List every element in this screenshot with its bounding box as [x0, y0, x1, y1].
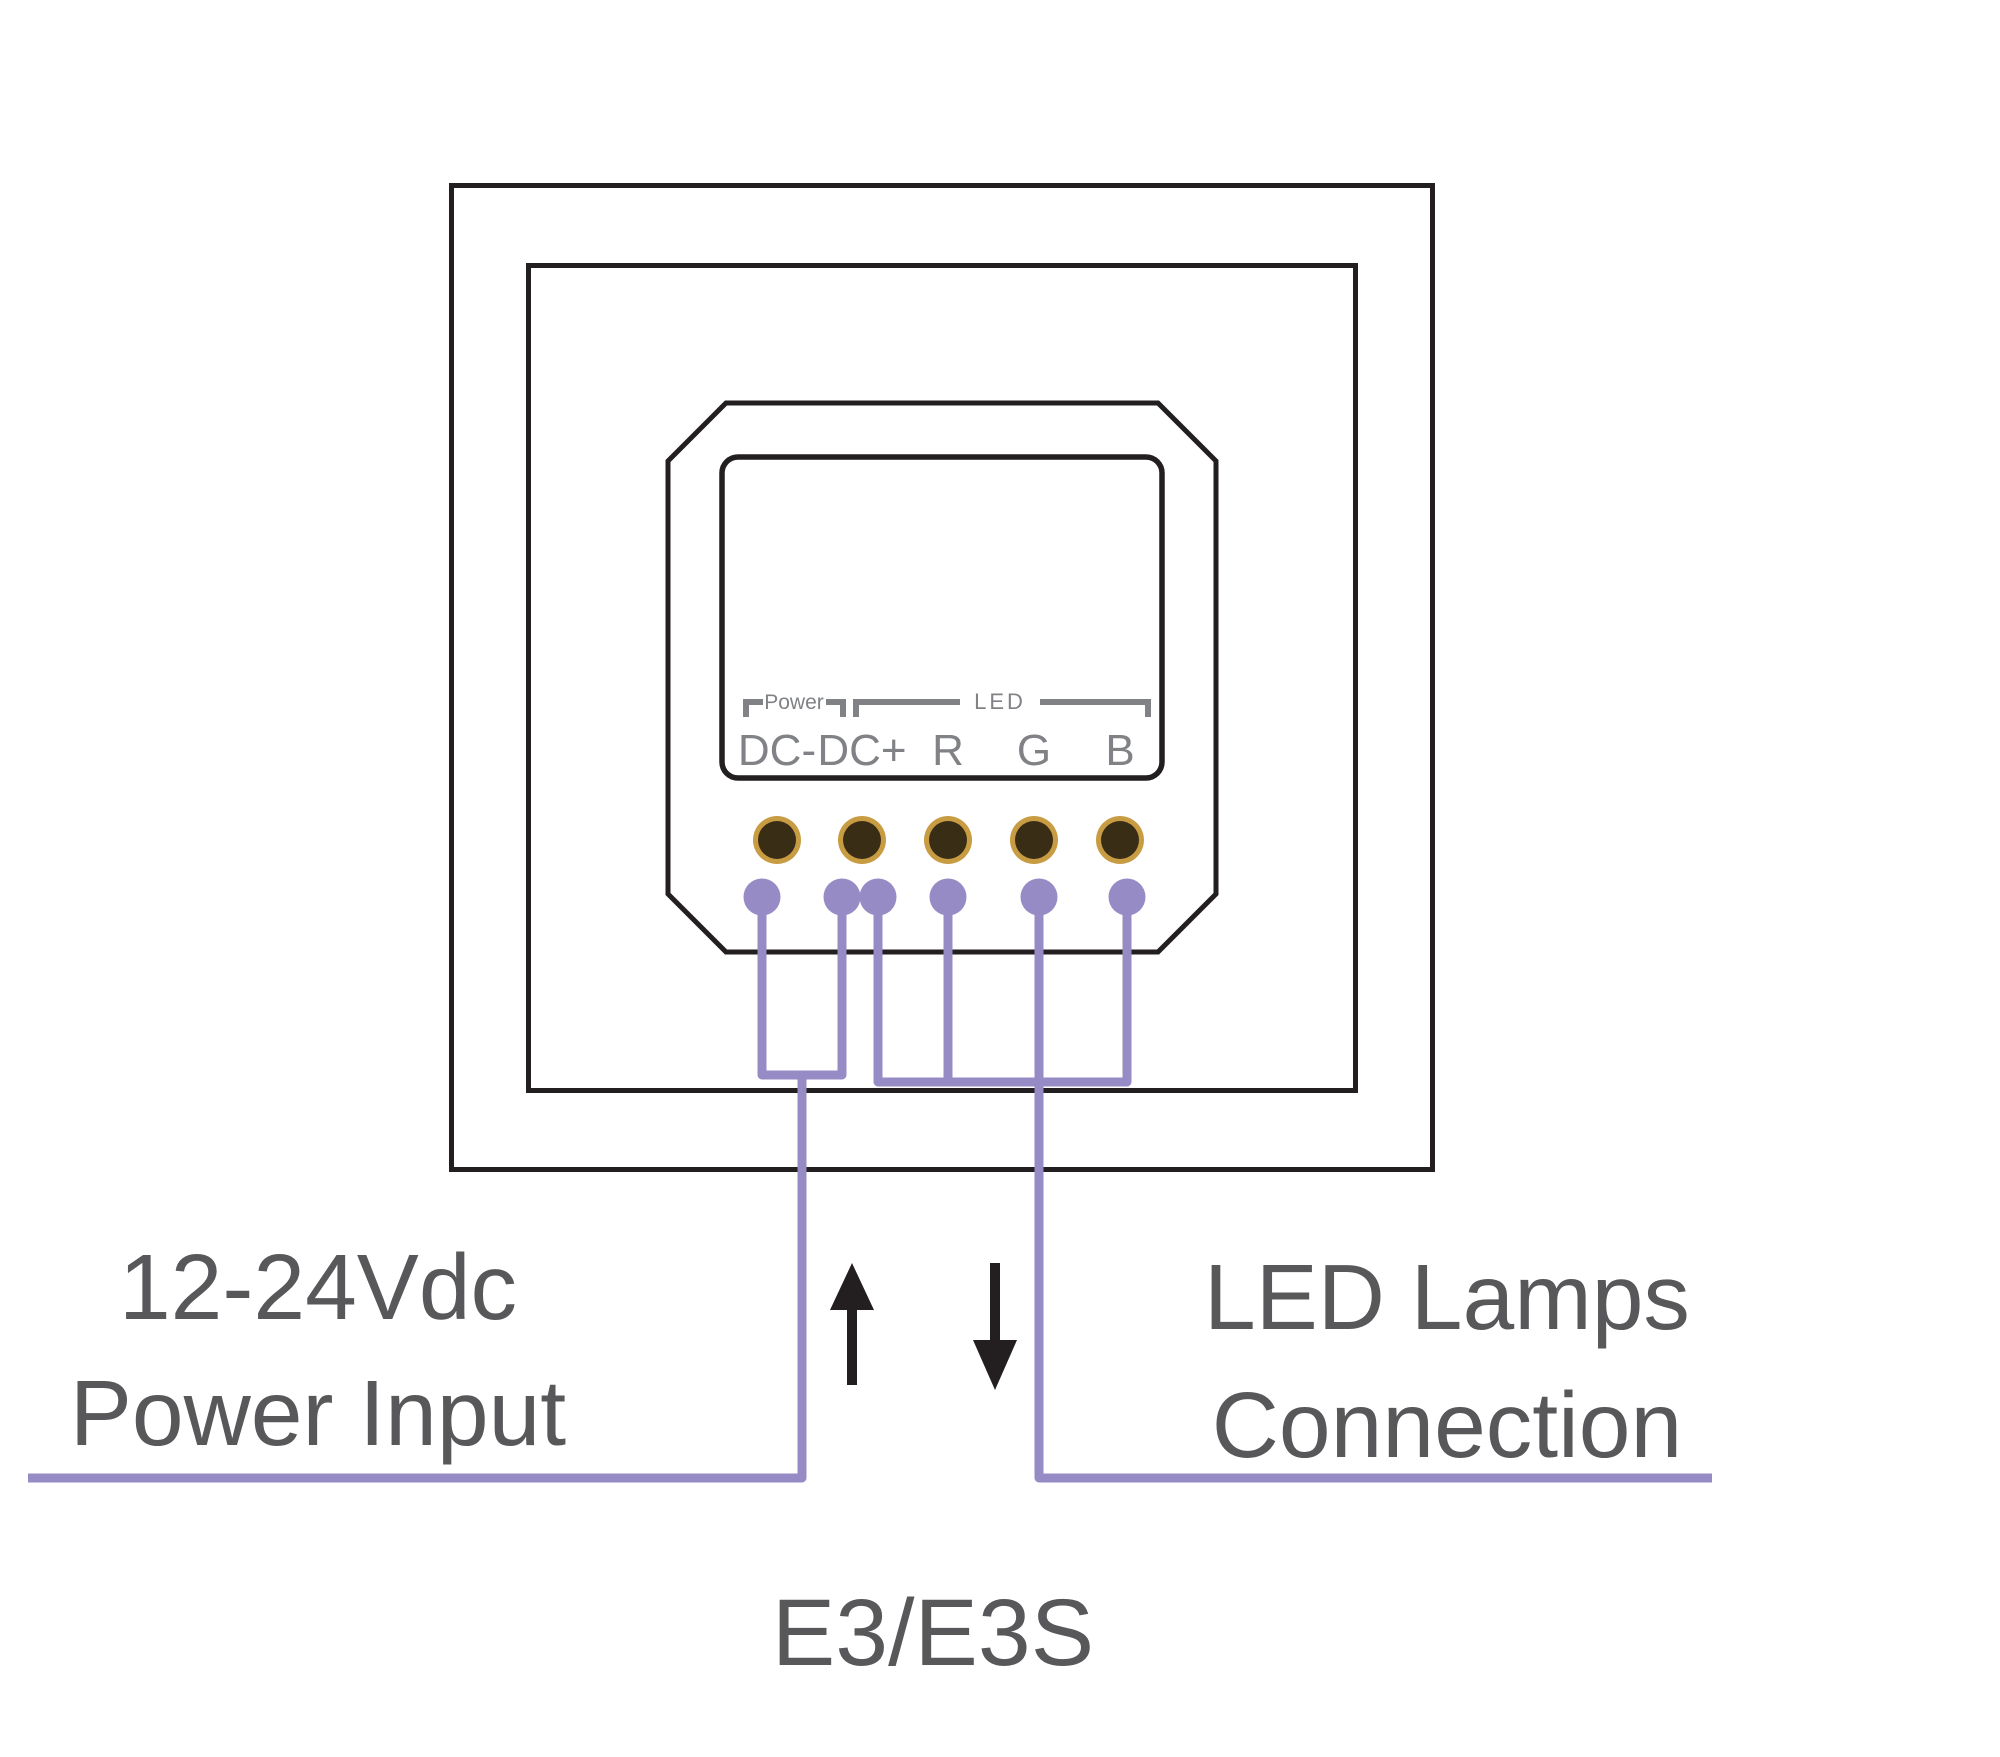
- led-lamps-annotation: LED Lamps Connection: [1147, 1233, 1747, 1489]
- led-lamps-line2: Connection: [1211, 1373, 1683, 1477]
- terminal-screws: [753, 816, 1144, 864]
- wire-dot-g: [1020, 878, 1058, 916]
- terminal-label-dc-plus: DC+: [817, 726, 907, 775]
- terminal-screw-g: [1010, 816, 1058, 864]
- terminal-screw-r: [924, 816, 972, 864]
- power-group-bracket: [743, 699, 846, 717]
- terminal-label-g: G: [1016, 726, 1052, 775]
- terminal-screw-dc-plus: [838, 816, 886, 864]
- wire-dot-b: [1108, 878, 1146, 916]
- power-input-line2: Power Input: [69, 1361, 567, 1465]
- wire-dot-dc-plus-power: [823, 878, 861, 916]
- wire-dot-dc-minus: [743, 878, 781, 916]
- inner-plate-frame: [526, 263, 1358, 1093]
- arrow-down-icon: [973, 1263, 1017, 1390]
- wire-dots: [743, 878, 1146, 916]
- terminal-panel: [719, 454, 1165, 781]
- power-wire: [28, 897, 847, 1483]
- terminal-label-r: R: [932, 726, 964, 775]
- terminal-screw-b: [1096, 816, 1144, 864]
- led-wire: [873, 897, 1712, 1483]
- wire-dot-dc-plus-led: [859, 878, 897, 916]
- terminal-screw-dc-minus: [753, 816, 801, 864]
- terminal-label-dc-minus: DC-: [737, 726, 817, 775]
- arrow-up-icon: [830, 1263, 874, 1385]
- power-input-annotation: 12-24Vdc Power Input: [18, 1224, 618, 1476]
- power-group-label: Power: [764, 691, 824, 714]
- terminal-label-b: B: [1105, 726, 1135, 775]
- wire-dot-r: [929, 878, 967, 916]
- outer-plate-frame: [449, 183, 1435, 1172]
- led-group-bracket: [853, 699, 1151, 717]
- model-label: E3/E3S: [771, 1580, 1095, 1686]
- led-lamps-line1: LED Lamps: [1204, 1245, 1690, 1349]
- led-group-label: LED: [974, 689, 1026, 714]
- power-input-line1: 12-24Vdc: [118, 1235, 518, 1339]
